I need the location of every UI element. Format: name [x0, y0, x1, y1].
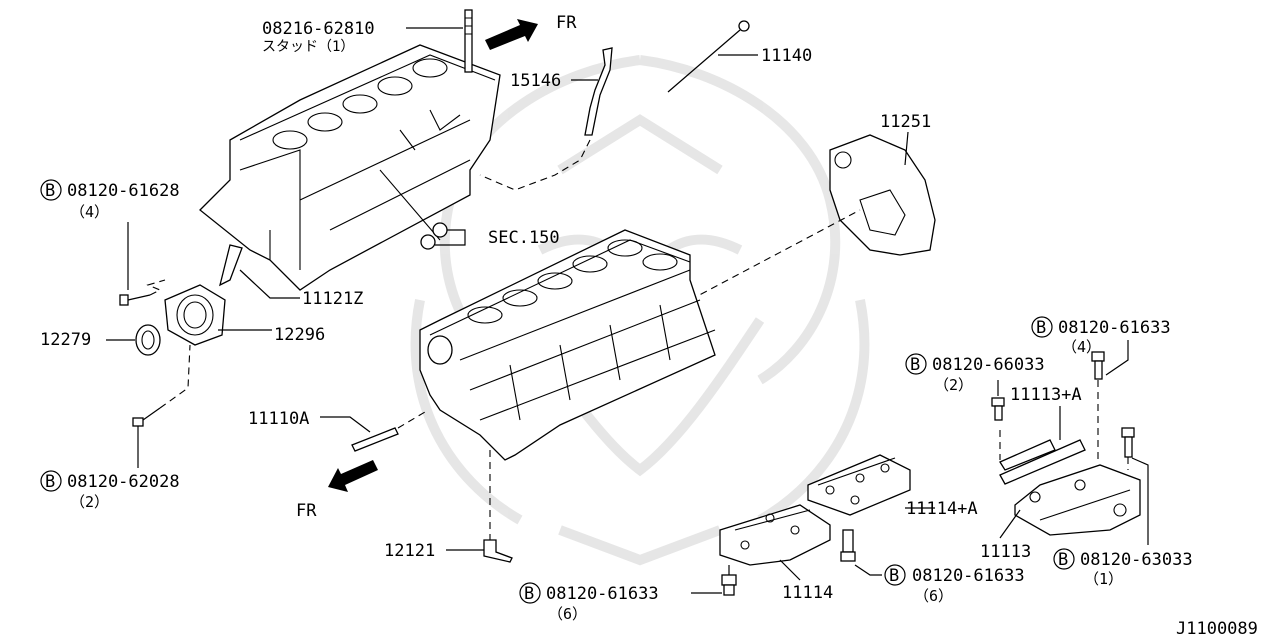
fr-label-top: FR — [556, 13, 577, 33]
callout-qty: （6） — [914, 587, 953, 605]
callout-08120-66033[interactable]: 08120-66033 — [932, 355, 1045, 375]
rear-plate-11251 — [689, 134, 936, 301]
fr-arrow-bottom: FR — [296, 460, 378, 521]
callout-qty: （6） — [548, 605, 587, 623]
bolt-mark-letter: B — [910, 355, 920, 375]
dipstick-tube-15146 — [479, 47, 613, 191]
bolt-mark-icon — [40, 470, 62, 492]
bolt-mark-letter: B — [45, 472, 55, 492]
callout-11113a[interactable]: 11113+A — [1010, 385, 1082, 405]
seal-12279 — [135, 324, 161, 356]
bolt-mark-letter: B — [524, 584, 534, 604]
bolt-mark-letter: B — [45, 181, 55, 201]
oil-pipe-11121z — [219, 244, 243, 287]
diagram-id: J1100089 — [1176, 619, 1258, 639]
callout-12296[interactable]: 12296 — [274, 325, 325, 345]
sec150-part — [420, 222, 466, 250]
callout-08216-62810[interactable]: 08216-62810 — [262, 19, 375, 39]
callout-qty: （1） — [1084, 570, 1123, 588]
callout-11140[interactable]: 11140 — [761, 46, 812, 66]
callout-08120-61633-left[interactable]: 08120-61633 — [546, 584, 659, 604]
bolt-mark-icon — [1053, 548, 1075, 570]
stud-08216 — [464, 9, 473, 73]
callout-08120-61628[interactable]: 08120-61628 — [67, 181, 180, 201]
bolt-mark-icon — [40, 179, 62, 201]
bolt-62028 — [132, 344, 191, 427]
callout-11113[interactable]: 11113 — [980, 542, 1031, 562]
callout-11251[interactable]: 11251 — [880, 112, 931, 132]
bolt-61633-left — [721, 565, 737, 596]
callout-12279[interactable]: 12279 — [40, 330, 91, 350]
callout-08120-63033[interactable]: 08120-63033 — [1080, 550, 1193, 570]
main-bearing-cap-11114a — [807, 454, 911, 516]
callout-08120-62028[interactable]: 08120-62028 — [67, 472, 180, 492]
callout-qty: （2） — [934, 376, 973, 394]
retainer-12296 — [164, 284, 226, 346]
bolt-61633-right — [1091, 351, 1105, 460]
callout-11121z[interactable]: 11121Z — [302, 289, 363, 309]
cylinder-block — [419, 229, 716, 461]
bearing-beam-11113a — [999, 430, 1086, 485]
bolt-61633-mid — [840, 529, 856, 562]
bolt-66033 — [991, 397, 1005, 421]
bolt-mark-letter: B — [1036, 318, 1046, 338]
dipstick-11140 — [667, 20, 750, 93]
callout-11110a[interactable]: 11110A — [248, 409, 309, 429]
fr-arrow-top: FR — [485, 13, 577, 50]
main-bearing-cap-11114 — [719, 504, 831, 566]
bearing-beam-11113 — [1014, 464, 1141, 536]
fr-label-bottom: FR — [296, 501, 317, 521]
callout-qty: （4） — [1062, 338, 1101, 356]
bolt-mark-letter: B — [1058, 550, 1068, 570]
bolt-mark-icon — [884, 564, 906, 586]
callout-12121[interactable]: 12121 — [384, 541, 435, 561]
callout-qty: （2） — [70, 493, 109, 511]
callout-11114a[interactable]: 11114+A — [906, 499, 978, 519]
stud-11110a — [351, 411, 426, 452]
upper-engine-block — [199, 44, 501, 291]
bolt-mark-icon — [1031, 316, 1053, 338]
callout-sec150[interactable]: SEC.150 — [488, 228, 560, 248]
callout-08216-note: スタッド（1） — [262, 39, 354, 55]
bolt-61628 — [119, 279, 166, 306]
callout-08120-61633-mid[interactable]: 08120-61633 — [912, 566, 1025, 586]
callout-15146[interactable]: 15146 — [510, 71, 561, 91]
callout-11114[interactable]: 11114 — [782, 583, 833, 603]
bolt-mark-icon — [905, 353, 927, 375]
bolt-mark-icon — [519, 582, 541, 604]
callout-qty: （4） — [70, 203, 109, 221]
callout-08120-61633-right[interactable]: 08120-61633 — [1058, 318, 1171, 338]
bolt-63033 — [1121, 427, 1135, 470]
bolt-mark-letter: B — [889, 566, 899, 586]
oil-jet-12121 — [483, 450, 513, 563]
